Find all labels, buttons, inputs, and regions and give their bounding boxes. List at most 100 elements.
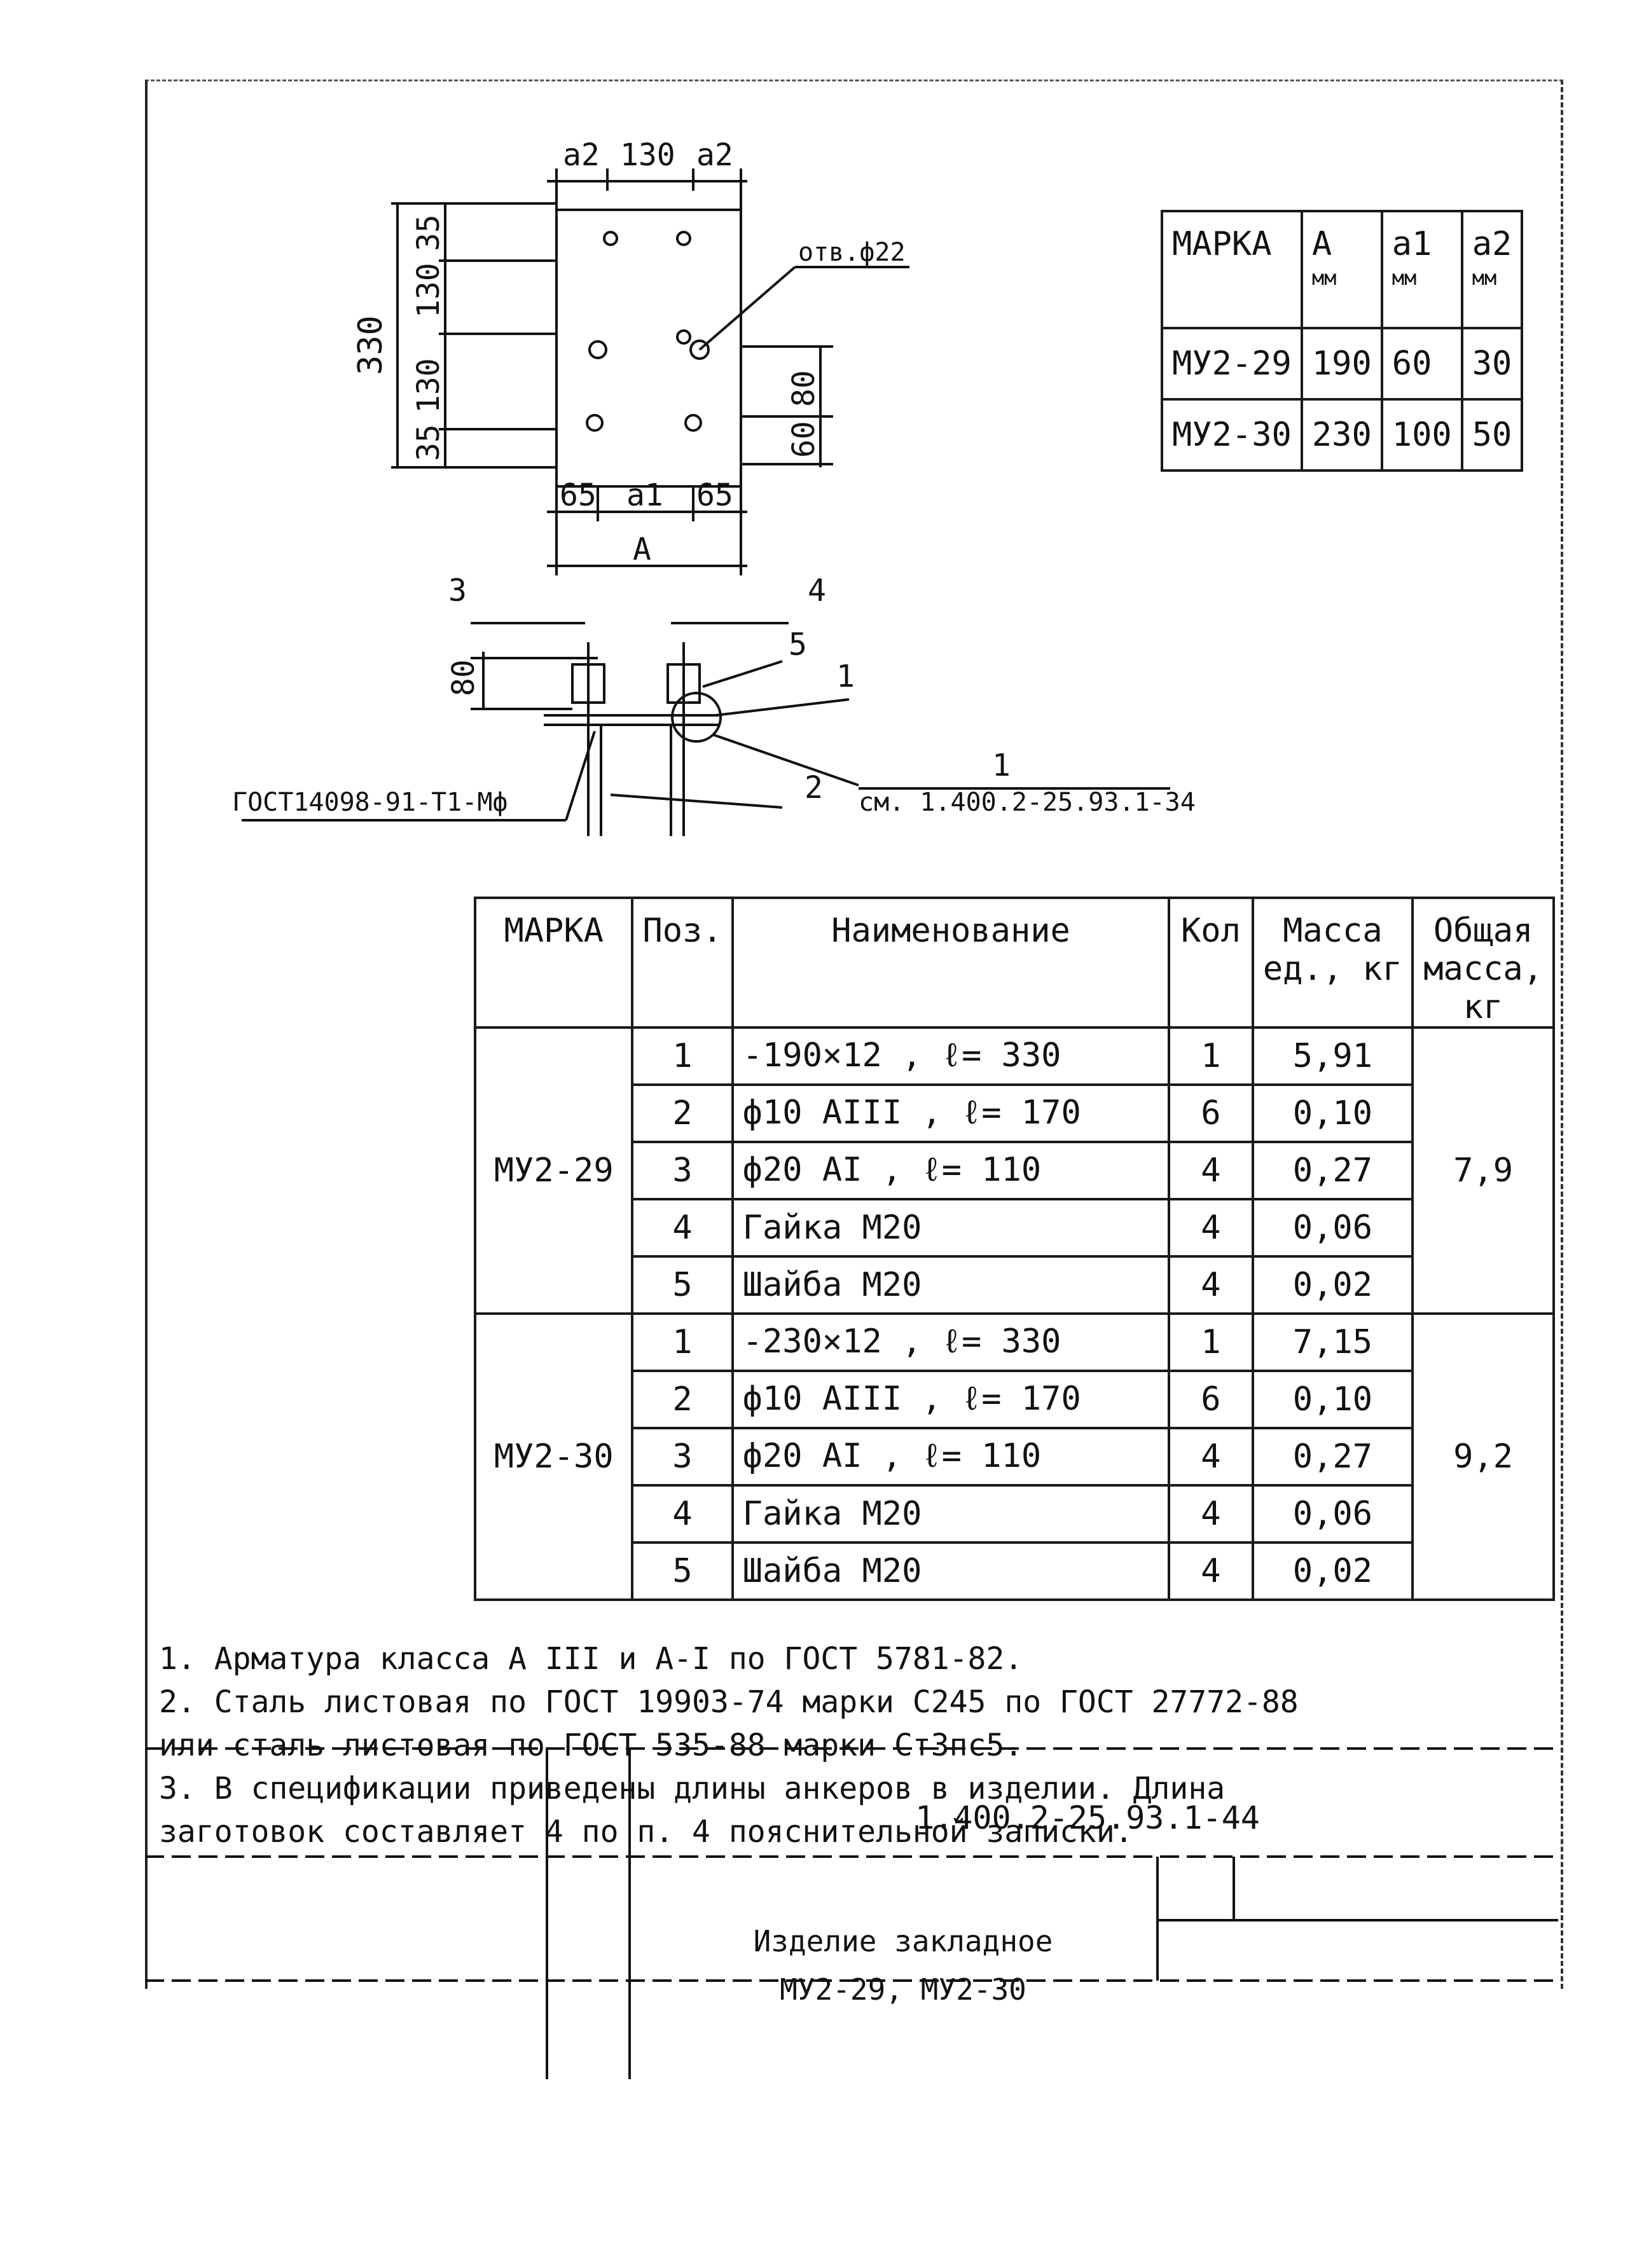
header-total-mass: Общая масса, кг: [1411, 897, 1555, 1029]
title-line-1: Изделие закладное: [753, 1924, 1053, 1958]
dim-80: 80: [786, 370, 822, 407]
cell-unit-mass: 0,02: [1251, 1541, 1414, 1601]
header-name: Наименование: [731, 897, 1171, 1029]
table-row: 4 Гайка М20 4 0,06: [475, 1484, 1554, 1544]
note-line: или сталь листовая по ГОСТ 535-88 марки …: [159, 1728, 1023, 1763]
cell-qty: 1: [1168, 1312, 1254, 1372]
cell-pos: 4: [631, 1484, 734, 1544]
header-pos: Поз.: [631, 897, 734, 1029]
cell-name: Гайка М20: [731, 1484, 1171, 1544]
cell-qty: 6: [1168, 1083, 1254, 1143]
table-row: 5 Шайба М20 4 0,02: [475, 1541, 1554, 1601]
pos-1-ref-label: 1: [992, 748, 1011, 783]
document-code: 1.400.2-25.93.1-44: [915, 1799, 1260, 1836]
cell-mark: МУ2-29: [473, 1026, 634, 1315]
dim-a2-left: a2: [563, 137, 600, 173]
cell-name: Шайба М20: [731, 1541, 1171, 1601]
cell-pos: 1: [631, 1026, 734, 1086]
cell-name: -190×12 , ℓ= 330: [731, 1026, 1171, 1086]
dim-35-top: 35: [411, 214, 446, 251]
cell-pos: 5: [631, 1255, 734, 1315]
cell-pos: 2: [631, 1083, 734, 1143]
cell-a1: 100: [1380, 398, 1463, 472]
dim-a1: a1: [626, 478, 663, 513]
table-row: МУ2-29 1 -190×12 , ℓ= 330 1 5,91 7,9: [473, 1026, 1555, 1315]
plate-plan: [555, 209, 742, 488]
pos-2-label: 2: [805, 770, 823, 806]
cell-mark: МУ2-30: [473, 1312, 634, 1601]
cell-mark: МУ2-30: [1161, 398, 1303, 472]
cell-unit-mass: 0,06: [1251, 1198, 1414, 1258]
cell-unit-mass: 0,10: [1251, 1370, 1414, 1429]
dim-a2-right: a2: [696, 137, 733, 173]
cell-mark: МУ2-29: [1161, 327, 1303, 401]
pos-4-label: 4: [808, 573, 826, 608]
spec-table-header: МАРКА Поз. Наименование Кол Масса ед., к…: [473, 897, 1555, 1029]
cell-unit-mass: 0,27: [1251, 1427, 1414, 1487]
note-line: 3. В спецификации приведены длины анкеро…: [159, 1771, 1226, 1806]
cell-qty: 4: [1168, 1541, 1254, 1601]
table-row: 4 Гайка М20 4 0,06: [475, 1198, 1554, 1258]
cell-pos: 1: [631, 1312, 734, 1372]
dim-80-section: 80: [446, 659, 481, 696]
cell-A: 190: [1300, 327, 1383, 401]
cell-unit-mass: 0,02: [1251, 1255, 1414, 1315]
dim-60: 60: [786, 421, 822, 458]
cell-name: Гайка М20: [731, 1198, 1171, 1258]
table-row: 2 ф10 АIII , ℓ= 170 6 0,10: [475, 1370, 1554, 1429]
cell-pos: 4: [631, 1198, 734, 1258]
cell-name: Шайба М20: [731, 1255, 1171, 1315]
table-row: 3 ф20 АI , ℓ= 110 4 0,27: [475, 1141, 1554, 1200]
cell-pos: 5: [631, 1541, 734, 1601]
header-qty: Кол: [1168, 897, 1254, 1029]
cell-qty: 4: [1168, 1484, 1254, 1544]
cell-qty: 4: [1168, 1198, 1254, 1258]
cell-qty: 4: [1168, 1255, 1254, 1315]
cell-total-mass: 7,9: [1411, 1026, 1555, 1315]
gost-label: ГОСТ14098-91-Т1-Мф: [232, 788, 508, 817]
cell-name: -230×12 , ℓ= 330: [731, 1312, 1171, 1372]
cell-unit-mass: 5,91: [1251, 1026, 1414, 1086]
cell-qty: 6: [1168, 1370, 1254, 1429]
dim-35-bottom: 35: [411, 424, 446, 461]
ref-label: см. 1.400.2-25.93.1-34: [859, 788, 1196, 817]
cell-name: ф20 АI , ℓ= 110: [731, 1141, 1171, 1200]
cell-unit-mass: 0,06: [1251, 1484, 1414, 1544]
cell-qty: 4: [1168, 1141, 1254, 1200]
dim-A: A: [633, 532, 651, 567]
notes: 1. Арматура класса А III и А-I по ГОСТ 5…: [159, 1637, 1526, 1853]
table-row: МУ2-30 1 -230×12 , ℓ= 330 1 7,15 9,2: [473, 1312, 1555, 1601]
header-unit-mass: Масса ед., кг: [1251, 897, 1414, 1029]
dim-65-left: 65: [560, 478, 597, 513]
dim-130-top: 130: [620, 137, 675, 173]
cell-a1: 60: [1380, 327, 1463, 401]
dim-130-lower: 130: [411, 358, 446, 413]
pos-3-label: 3: [448, 573, 467, 608]
table-row: 3 ф20 АI , ℓ= 110 4 0,27: [475, 1427, 1554, 1487]
table-row: 5 Шайба М20 4 0,02: [475, 1255, 1554, 1315]
pos-1-label: 1: [836, 659, 855, 694]
cell-name: ф20 АI , ℓ= 110: [731, 1427, 1171, 1487]
cell-pos: 2: [631, 1370, 734, 1429]
table-row: МУ2-30 230 100 50: [1161, 398, 1524, 472]
note-line: 2. Сталь листовая по ГОСТ 19903-74 марки…: [159, 1684, 1299, 1720]
cell-unit-mass: 0,27: [1251, 1141, 1414, 1200]
cell-a2: 30: [1460, 327, 1524, 401]
cell-unit-mass: 0,10: [1251, 1083, 1414, 1143]
cell-A: 230: [1300, 398, 1383, 472]
note-line: 1. Арматура класса А III и А-I по ГОСТ 5…: [159, 1641, 1023, 1677]
table-row: 2 ф10 АIII , ℓ= 170 6 0,10: [475, 1083, 1554, 1143]
cell-qty: 4: [1168, 1427, 1254, 1487]
table-row: МУ2-29 190 60 30: [1161, 327, 1524, 401]
pos-5-label: 5: [789, 627, 807, 663]
cell-qty: 1: [1168, 1026, 1254, 1086]
title-line-2: МУ2-29, МУ2-30: [780, 1972, 1026, 2007]
header-mark: МАРКА: [473, 897, 634, 1029]
note-line: заготовок составляет 4 по п. 4 пояснител…: [159, 1814, 1133, 1850]
